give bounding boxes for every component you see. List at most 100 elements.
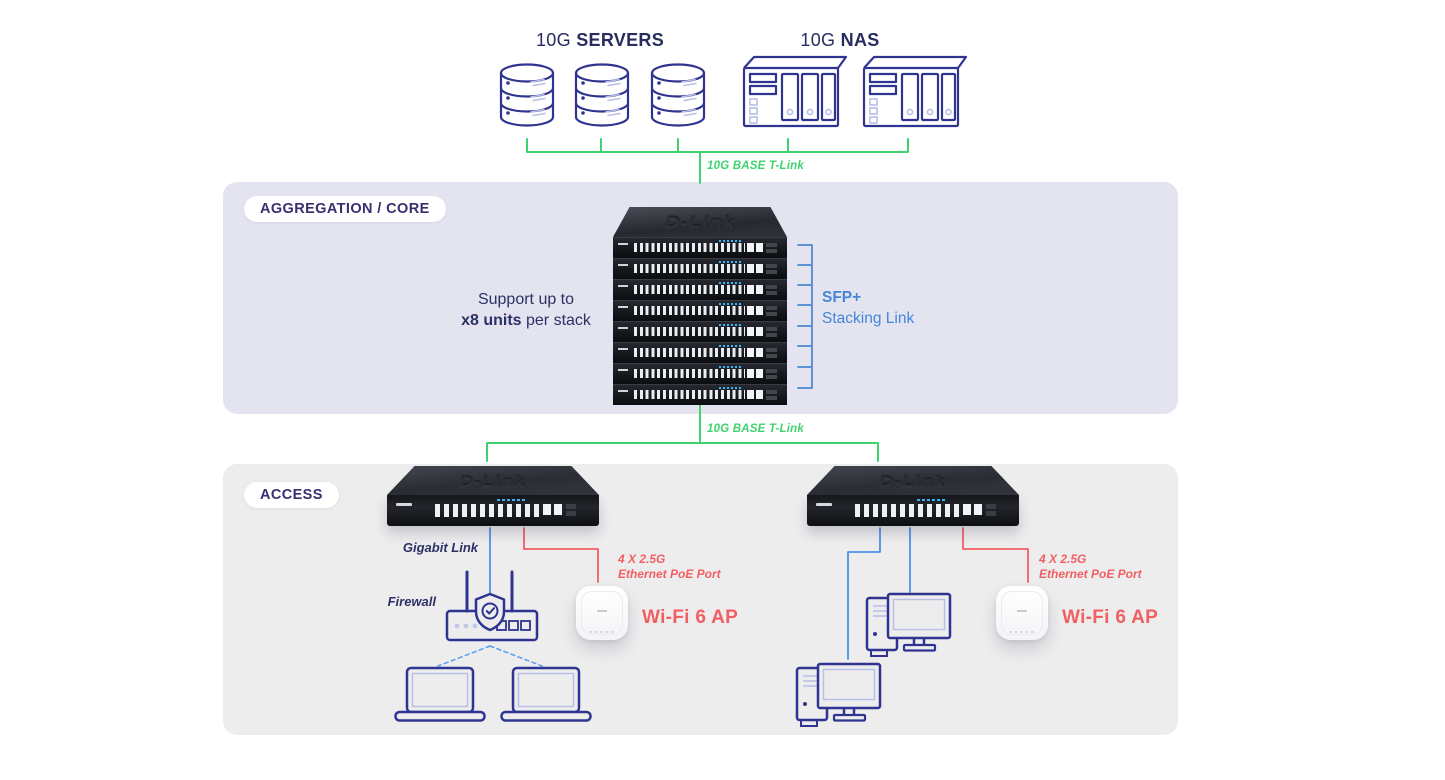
stack-unit-7 <box>613 363 787 384</box>
server-icon <box>499 63 555 127</box>
ap-logo-mark <box>597 609 607 612</box>
unit-uplink-ports <box>747 327 779 337</box>
unit-led-strip <box>719 345 741 347</box>
unit-port-strip <box>634 264 745 273</box>
access-switch-right: D-Link <box>807 466 1019 526</box>
switch-front-face <box>387 495 599 526</box>
switch-port-strip <box>855 504 959 517</box>
desktop-computer-icon <box>795 662 882 727</box>
switch-brand-label <box>396 503 412 506</box>
unit-led-strip <box>719 240 741 242</box>
unit-uplink-ports <box>747 390 779 400</box>
unit-uplink-ports <box>747 264 779 274</box>
servers-title-bold: SERVERS <box>576 30 665 50</box>
sfp-label-rest: Stacking Link <box>822 310 915 327</box>
support-line1: Support up to <box>477 291 575 308</box>
support-rest: per stack <box>521 312 591 329</box>
unit-brand-label <box>618 243 628 245</box>
server-icon <box>574 63 630 127</box>
unit-brand-label <box>618 327 628 329</box>
unit-led-strip <box>719 282 741 284</box>
unit-port-strip <box>634 327 745 336</box>
top-link-label: 10G BASE T-Link <box>707 160 804 172</box>
unit-brand-label <box>618 348 628 350</box>
unit-brand-label <box>618 369 628 371</box>
ap-logo-mark <box>1017 609 1027 612</box>
switch-top-face: D-Link <box>387 466 599 495</box>
stack-unit-3 <box>613 279 787 300</box>
wifi-ap-label-left: Wi-Fi 6 AP <box>642 607 739 628</box>
unit-port-strip <box>634 306 745 315</box>
desktop-computer-icon <box>865 592 952 657</box>
switch-top-face: D-Link <box>807 466 1019 495</box>
switch-front-face <box>807 495 1019 526</box>
switch-brand-label <box>816 503 832 506</box>
unit-led-strip <box>719 303 741 305</box>
switch-brand-logo: D-Link <box>877 472 949 489</box>
stack-support-text: Support up to x8 units per stack <box>420 289 632 331</box>
ap-led-dots <box>589 631 615 633</box>
nas-title-bold: NAS <box>840 30 880 50</box>
poe-label-line1: 4 X 2.5G <box>618 552 666 566</box>
wifi-ap-label-right: Wi-Fi 6 AP <box>1062 607 1159 628</box>
firewall-label: Firewall <box>387 594 436 609</box>
wifi-ap-icon <box>576 586 628 640</box>
poe-label-line2: Ethernet PoE Port <box>1039 567 1142 581</box>
nas-icon <box>862 55 968 128</box>
mid-link-label: 10G BASE T-Link <box>707 423 804 435</box>
stack-unit-8 <box>613 384 787 405</box>
stack-top-face: D-Link <box>613 207 787 237</box>
nas-icon <box>742 55 848 128</box>
switch-led-strip <box>917 499 947 501</box>
unit-brand-label <box>618 390 628 392</box>
laptop-icon <box>500 666 592 722</box>
core-switch-stack: D-Link <box>613 207 787 405</box>
nas-title: 10G NAS <box>690 30 990 51</box>
unit-led-strip <box>719 366 741 368</box>
unit-led-strip <box>719 387 741 389</box>
stack-unit-6 <box>613 342 787 363</box>
laptop-icon <box>394 666 486 722</box>
switch-led-strip <box>497 499 527 501</box>
nas-title-prefix: 10G <box>800 30 836 50</box>
unit-uplink-ports <box>747 348 779 358</box>
unit-port-strip <box>634 390 745 399</box>
ap-led-dots <box>1009 631 1035 633</box>
unit-led-strip <box>719 324 741 326</box>
unit-uplink-ports <box>747 369 779 379</box>
switch-port-strip <box>435 504 539 517</box>
switch-uplink-ports <box>543 504 577 517</box>
unit-brand-label <box>618 264 628 266</box>
gigabit-link-label: Gigabit Link <box>402 540 478 555</box>
aggregation-core-badge: AGGREGATION / CORE <box>244 196 446 222</box>
firewall-router-icon <box>445 570 539 642</box>
poe-label-line1: 4 X 2.5G <box>1039 552 1087 566</box>
servers-title-prefix: 10G <box>535 30 571 50</box>
server-icon <box>650 63 706 127</box>
unit-port-strip <box>634 369 745 378</box>
unit-brand-label <box>618 285 628 287</box>
stack-unit-5 <box>613 321 787 342</box>
unit-uplink-ports <box>747 285 779 295</box>
poe-port-label-left: 4 X 2.5G Ethernet PoE Port <box>618 552 721 582</box>
sfp-label-bold: SFP+ <box>822 289 862 306</box>
unit-uplink-ports <box>747 243 779 253</box>
stack-unit-2 <box>613 258 787 279</box>
access-badge: ACCESS <box>244 482 339 508</box>
stack-brand-logo: D-Link <box>662 213 738 231</box>
support-line2: x8 units per stack <box>420 310 632 331</box>
sfp-stacking-label: SFP+ Stacking Link <box>822 287 914 329</box>
poe-label-line2: Ethernet PoE Port <box>618 567 721 581</box>
unit-port-strip <box>634 243 745 252</box>
stack-unit-4 <box>613 300 787 321</box>
servers-title: 10G SERVERS <box>450 30 750 51</box>
stack-unit-1 <box>613 237 787 258</box>
unit-uplink-ports <box>747 306 779 316</box>
poe-port-label-right: 4 X 2.5G Ethernet PoE Port <box>1039 552 1142 582</box>
switch-brand-logo: D-Link <box>457 472 529 489</box>
unit-brand-label <box>618 306 628 308</box>
unit-port-strip <box>634 348 745 357</box>
unit-port-strip <box>634 285 745 294</box>
switch-uplink-ports <box>963 504 997 517</box>
